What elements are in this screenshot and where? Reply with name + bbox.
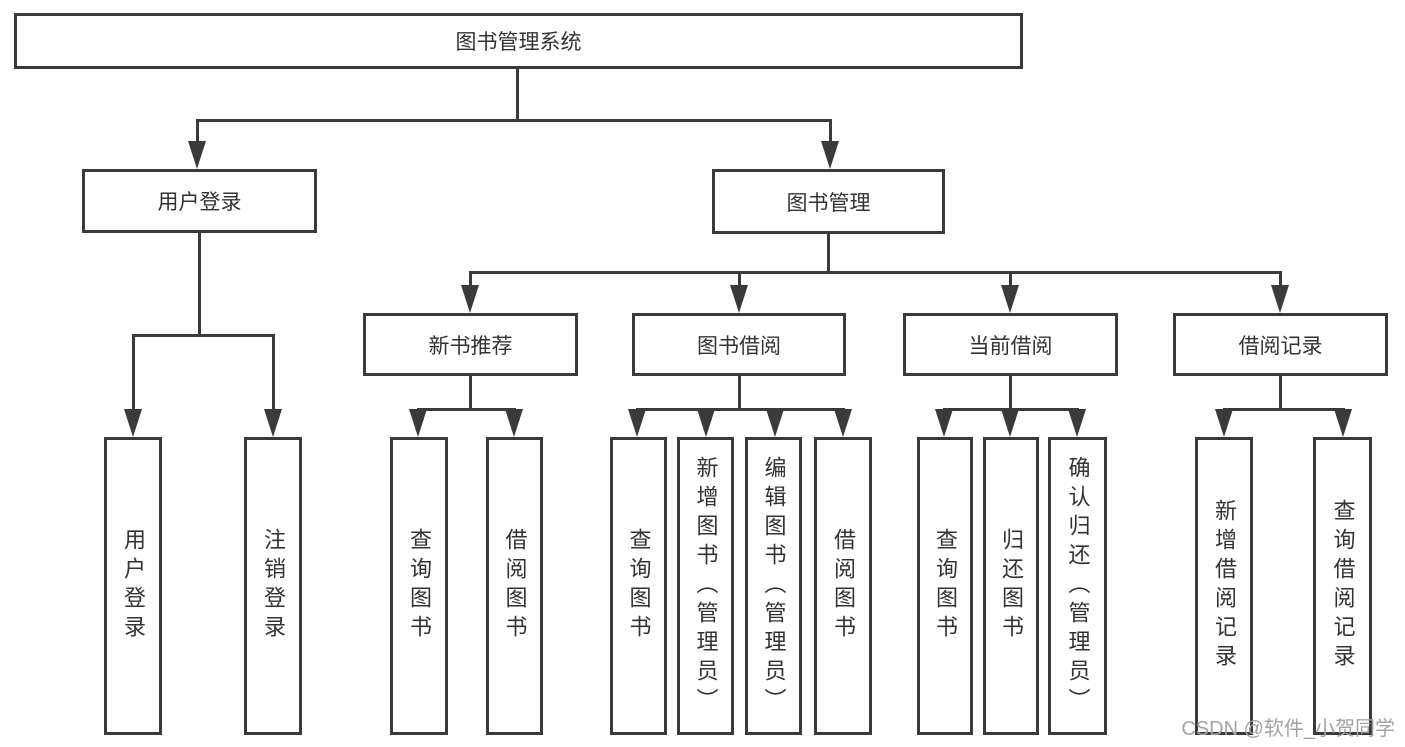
arrow-down-icon — [461, 285, 479, 313]
connector-line — [272, 336, 275, 411]
node-user-login: 用户登录 — [82, 169, 317, 233]
leaf-borrow-books-borrowing: 借阅图书 — [814, 437, 872, 735]
connector-line — [516, 67, 519, 120]
leaf-user-login: 用户登录 — [104, 437, 162, 735]
leaf-confirm-return-admin: 确认归还（管理员） — [1048, 437, 1107, 735]
arrow-down-icon — [1215, 409, 1233, 437]
connector-line — [132, 336, 135, 411]
leaf-borrow-books-recommend: 借阅图书 — [486, 437, 543, 735]
connector-line — [829, 121, 832, 143]
node-label: 借阅记录 — [1238, 334, 1323, 358]
arrow-down-icon — [1001, 409, 1019, 437]
leaf-label: 查询图书 — [933, 528, 958, 644]
arrow-down-icon — [409, 409, 427, 437]
leaf-label: 编辑图书（管理员） — [761, 455, 787, 717]
connector-line — [738, 273, 741, 287]
node-label: 当前借阅 — [968, 334, 1053, 358]
node-label: 新书推荐 — [428, 334, 513, 358]
leaf-label: 用户登录 — [121, 528, 146, 644]
leaf-query-books-current: 查询图书 — [917, 437, 973, 735]
leaf-query-books-borrowing: 查询图书 — [610, 437, 667, 735]
connector-line — [196, 119, 832, 122]
arrow-down-icon — [1334, 409, 1352, 437]
arrow-down-icon — [124, 409, 142, 437]
node-book-management: 图书管理 — [712, 169, 945, 234]
leaf-label: 注销登录 — [261, 528, 286, 644]
connector-line — [636, 408, 845, 411]
connector-line — [1223, 408, 1345, 411]
node-label: 图书借阅 — [697, 334, 781, 358]
leaf-label: 查询图书 — [626, 528, 652, 644]
connector-line — [132, 334, 275, 337]
node-label: 图书管理系统 — [455, 31, 582, 54]
connector-line — [738, 375, 741, 410]
leaf-add-book-admin: 新增图书（管理员） — [677, 437, 734, 735]
node-new-book-recommendation: 新书推荐 — [363, 313, 578, 376]
leaf-label: 新增借阅记录 — [1212, 499, 1237, 673]
arrow-down-icon — [505, 409, 523, 437]
leaf-query-books-recommend: 查询图书 — [390, 437, 448, 735]
node-current-borrowing: 当前借阅 — [903, 313, 1118, 376]
arrow-down-icon — [834, 409, 852, 437]
arrow-down-icon — [628, 409, 646, 437]
arrow-down-icon — [697, 409, 715, 437]
arrow-down-icon — [1068, 409, 1086, 437]
leaf-edit-book-admin: 编辑图书（管理员） — [745, 437, 802, 735]
connector-line — [417, 408, 516, 411]
connector-line — [1279, 375, 1282, 410]
leaf-label: 归还图书 — [999, 528, 1024, 644]
leaf-label: 查询借阅记录 — [1330, 499, 1356, 673]
leaf-return-books: 归还图书 — [983, 437, 1039, 735]
connector-line — [827, 233, 830, 273]
node-library-management-system: 图书管理系统 — [14, 13, 1023, 69]
node-label: 用户登录 — [157, 191, 242, 214]
leaf-label: 新增图书（管理员） — [693, 455, 719, 717]
arrow-down-icon — [730, 285, 748, 313]
leaf-label: 查询图书 — [407, 528, 432, 644]
leaf-label: 借阅图书 — [831, 528, 856, 644]
arrow-down-icon — [935, 409, 953, 437]
arrow-down-icon — [821, 141, 839, 169]
connector-line — [1279, 273, 1282, 287]
connector-line — [196, 121, 199, 143]
arrow-down-icon — [1001, 285, 1019, 313]
node-book-borrowing: 图书借阅 — [632, 313, 846, 376]
node-borrowing-records: 借阅记录 — [1173, 313, 1388, 376]
arrow-down-icon — [264, 409, 282, 437]
connector-line — [1009, 273, 1012, 287]
connector-line — [1009, 375, 1012, 410]
csdn-watermark: CSDN @软件_小贺同学 — [1181, 718, 1395, 740]
arrow-down-icon — [188, 141, 206, 169]
arrow-down-icon — [766, 409, 784, 437]
leaf-query-borrow-record: 查询借阅记录 — [1313, 437, 1372, 735]
leaf-label: 借阅图书 — [502, 528, 528, 644]
connector-line — [469, 273, 472, 287]
leaf-logout: 注销登录 — [244, 437, 302, 735]
connector-line — [198, 232, 201, 337]
node-label: 图书管理 — [786, 191, 871, 215]
leaf-label: 确认归还（管理员） — [1065, 455, 1091, 717]
leaf-add-borrow-record: 新增借阅记录 — [1195, 437, 1253, 735]
arrow-down-icon — [1271, 285, 1289, 313]
connector-line — [469, 271, 1282, 274]
connector-line — [469, 375, 472, 410]
